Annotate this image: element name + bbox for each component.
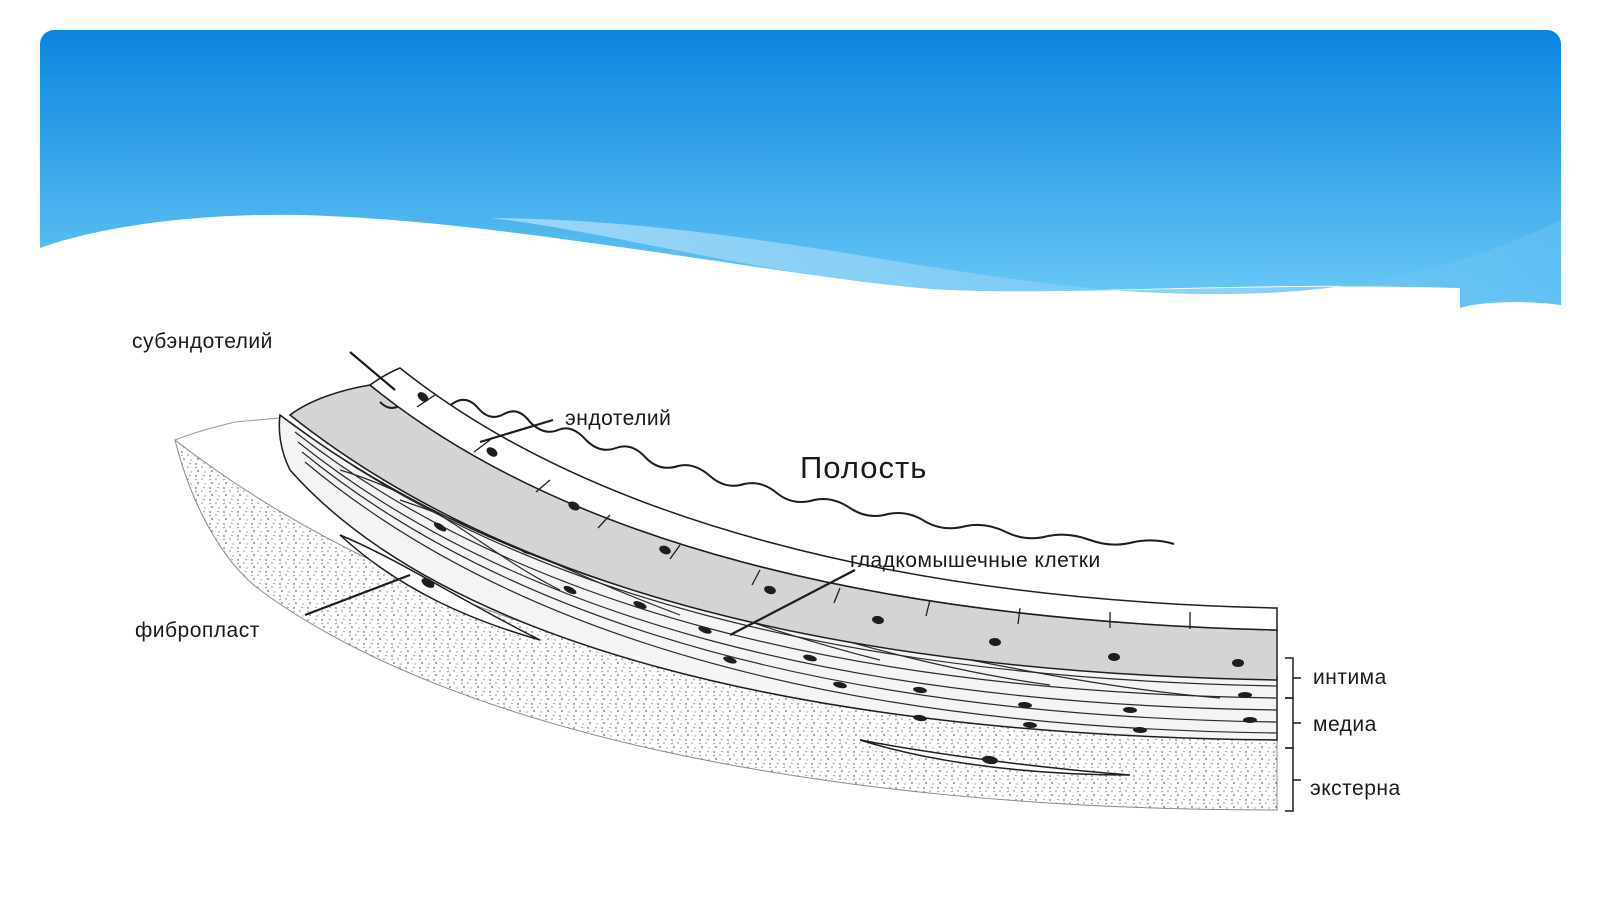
endothelium-layer [368,367,1278,631]
fibroblast-cell [859,739,1131,776]
label-lumen: Полость [800,450,927,485]
label-media: медиа [1313,713,1377,736]
leader-smooth-muscle [729,569,856,636]
label-subendothelium: субэндотелий [132,330,273,353]
label-endothelium: эндотелий [565,407,671,430]
header-wave-banner [40,30,1561,308]
layer-brackets [1285,657,1301,812]
slide: субэндотелий эндотелий Полость гладкомыш… [40,30,1561,872]
endothelial-nuclei [417,392,1244,667]
leader-endothelium [479,418,554,444]
label-externa: экстерна [1310,777,1401,800]
label-fibroblast: фибропласт [135,619,260,642]
leader-lines [304,351,856,636]
smooth-muscle-fibers [289,421,1278,734]
leader-fibroblast [304,573,411,617]
label-smooth-muscle: гладкомышечные клетки [850,549,1101,572]
vessel-wall-diagram: субэндотелий эндотелий Полость гладкомыш… [132,330,1401,812]
leader-subendothelium [349,351,396,391]
label-intima: интима [1313,666,1387,689]
internal-elastic-lamina [379,395,1175,546]
